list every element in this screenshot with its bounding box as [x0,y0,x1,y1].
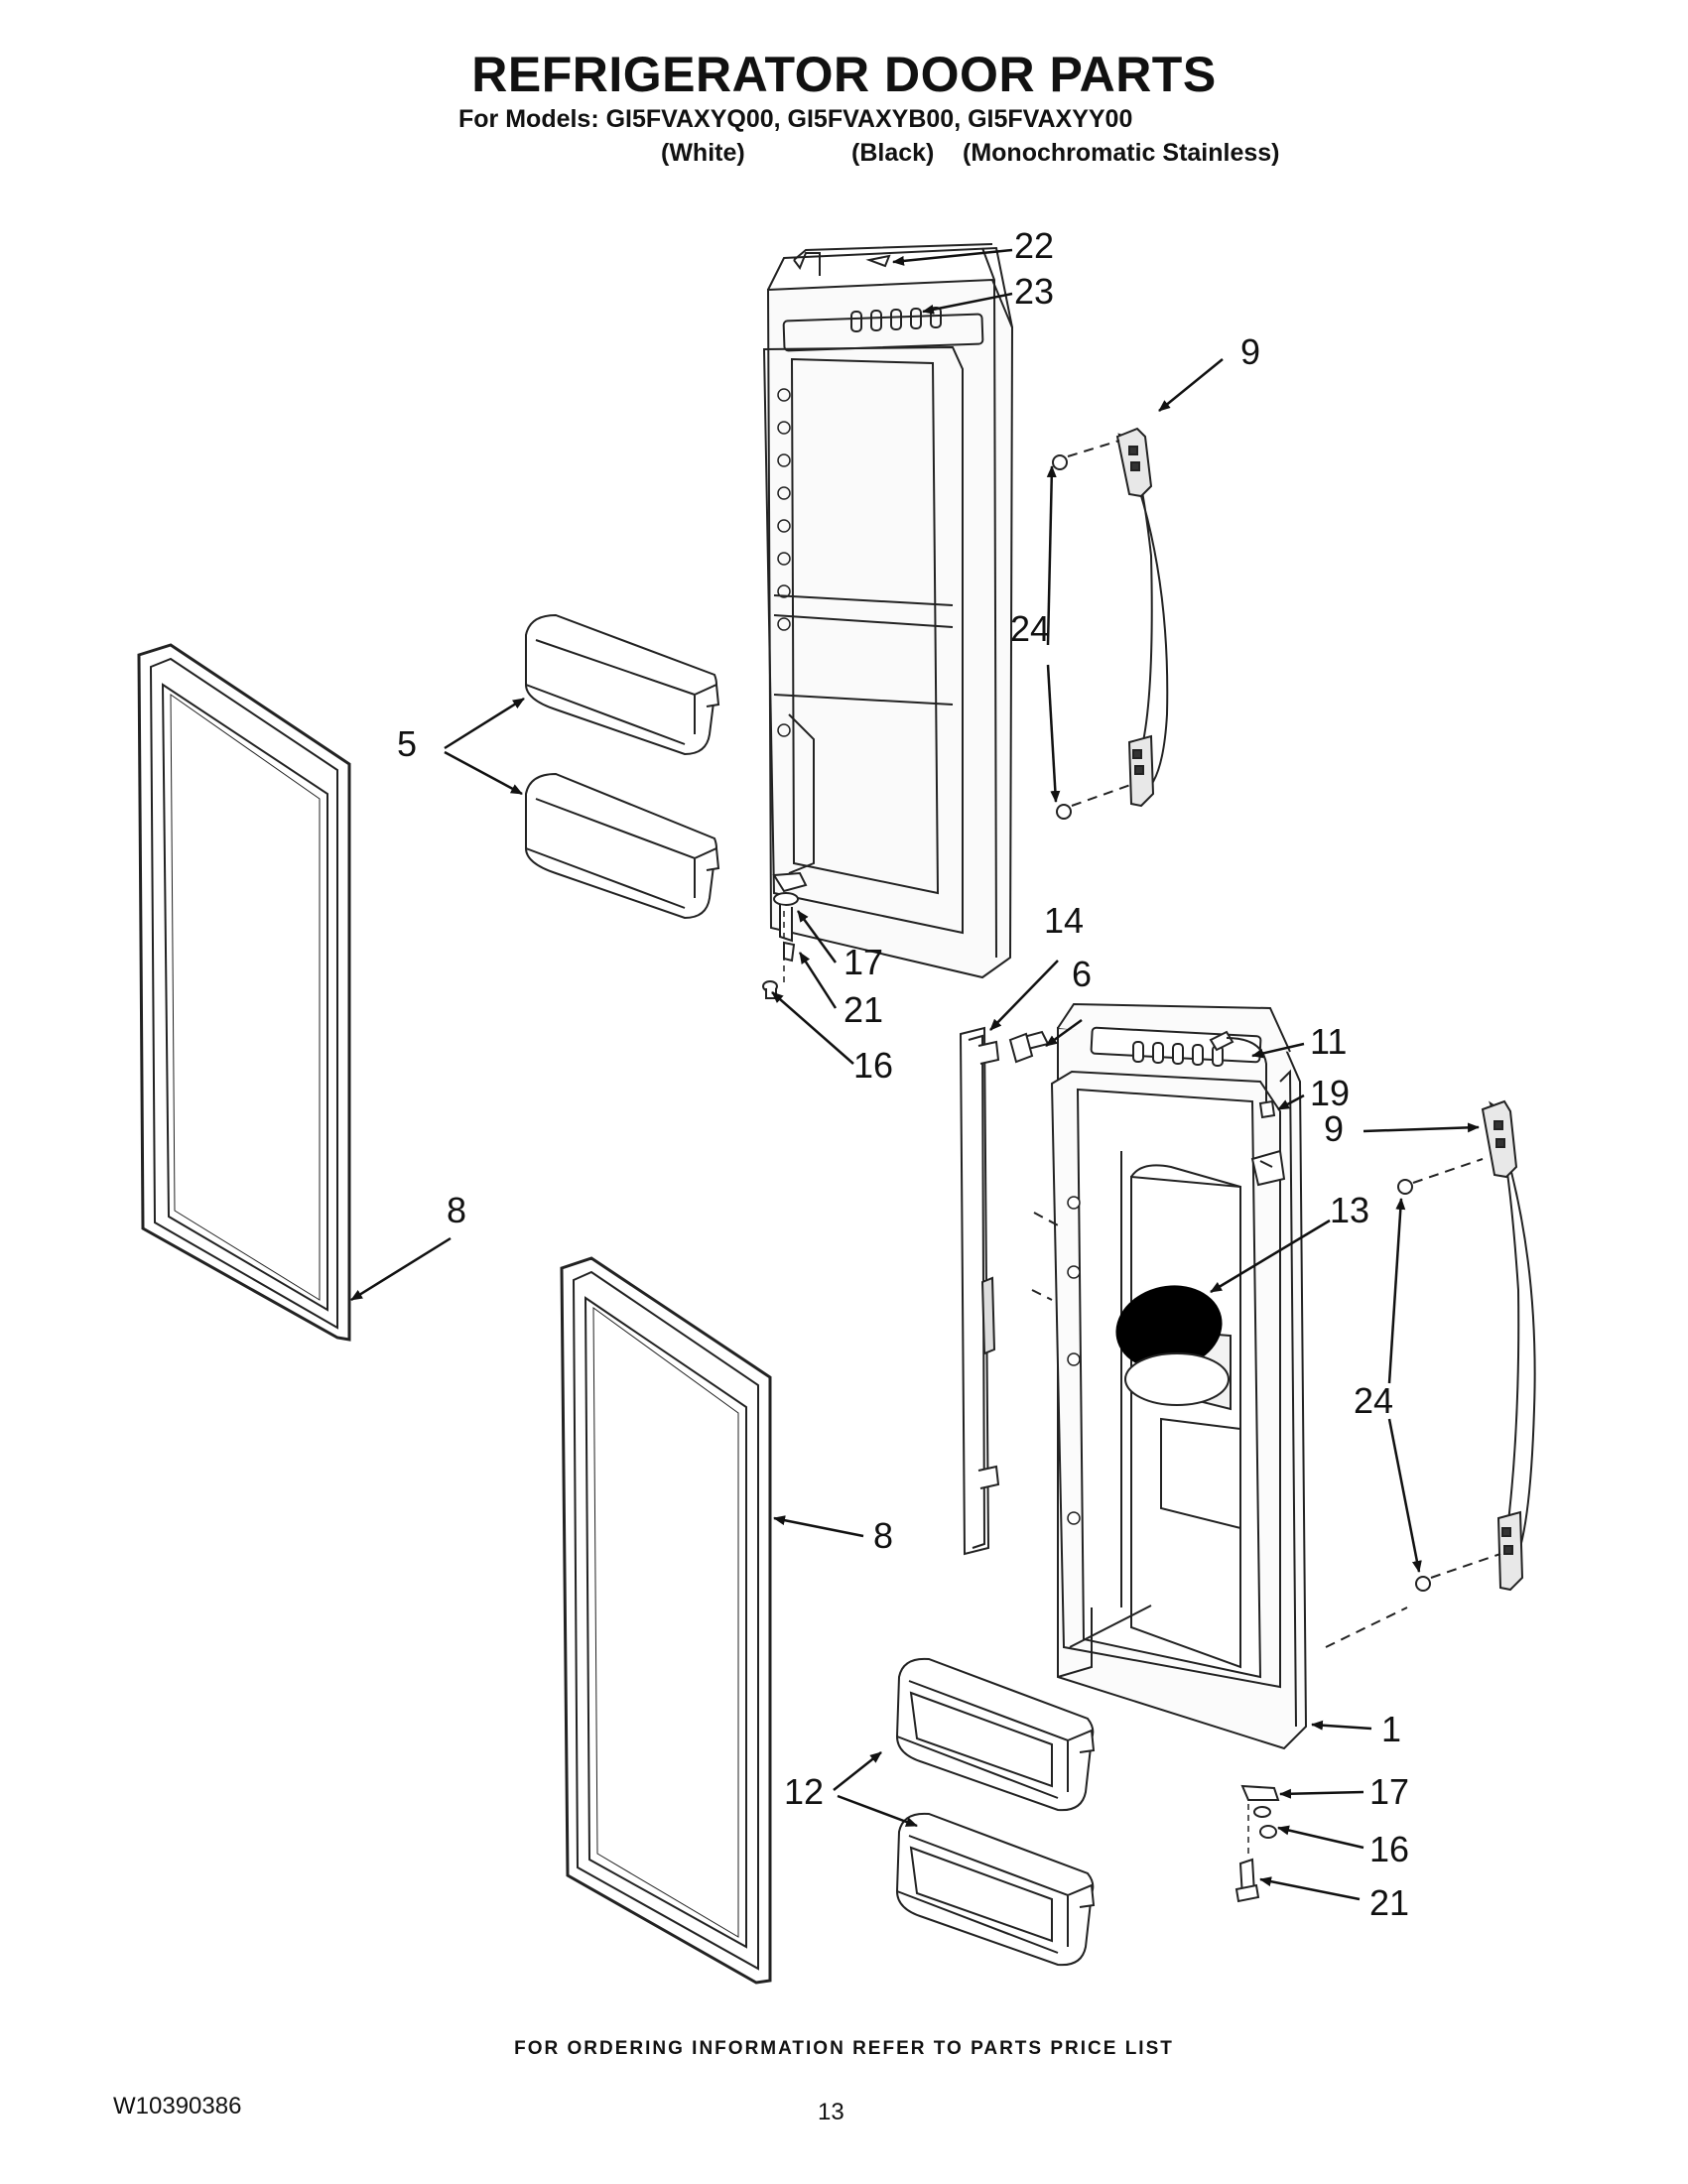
callout-16-upper: 16 [853,1045,893,1086]
callout-9-lower: 9 [1324,1108,1344,1149]
upper-door-handle [1052,427,1169,820]
page-number: 13 [818,2099,844,2125]
callout-14: 14 [1044,900,1084,941]
upper-handle-dash-lines [1067,440,1134,807]
callout-6: 6 [1072,954,1092,994]
callout-21-upper: 21 [844,989,883,1030]
callout-16-lower: 16 [1369,1829,1409,1869]
callout-24-upper: 24 [1010,608,1050,649]
callout-24-lower: 24 [1354,1380,1393,1421]
callout-labels: 1 5 6 8 8 9 9 11 12 13 14 16 16 17 17 19… [397,225,1409,1923]
upper-door-gasket [137,643,351,1342]
lower-hinge-hardware [1234,1784,1280,1903]
leader-lines [350,248,1480,1901]
callout-11: 11 [1310,1021,1347,1062]
variant-white: (White) [661,139,745,167]
upper-vents [850,307,942,332]
callout-9-upper: 9 [1240,331,1260,372]
callout-17-lower: 17 [1369,1771,1409,1812]
page-title: REFRIGERATOR DOOR PARTS [471,47,1217,102]
upper-door-liner [762,243,1014,979]
callout-8-upper: 8 [447,1190,466,1230]
callout-8-lower: 8 [873,1515,893,1556]
callout-12: 12 [784,1771,824,1812]
document-number: W10390386 [113,2093,242,2120]
lower-door-handle [1397,1099,1536,1592]
models-line: For Models: GI5FVAXYQ00, GI5FVAXYB00, GI… [458,105,1133,133]
dispenser-paddle [1115,1285,1223,1370]
callout-1: 1 [1381,1709,1401,1749]
callout-21-lower: 21 [1369,1882,1409,1923]
callout-22: 22 [1014,225,1054,266]
variant-monochromatic-stainless: (Monochromatic Stainless) [963,139,1280,167]
callout-13: 13 [1330,1190,1369,1230]
upper-door-bins [525,613,720,920]
lower-door-bins [895,1657,1096,1967]
dispenser-cup [1124,1352,1230,1406]
upper-shelf-notches [777,388,791,737]
lower-handle-dash-lines [1031,1158,1501,1648]
callout-17-upper: 17 [844,942,883,982]
variant-black: (Black) [851,139,935,167]
water-tube [1209,1030,1276,1119]
ordering-note: FOR ORDERING INFORMATION REFER TO PARTS … [514,2038,1174,2059]
lower-door-gasket [560,1256,772,1985]
center-mullion [959,1026,1050,1556]
callout-19: 19 [1310,1073,1350,1113]
callout-23: 23 [1014,271,1054,312]
callout-5: 5 [397,723,417,764]
